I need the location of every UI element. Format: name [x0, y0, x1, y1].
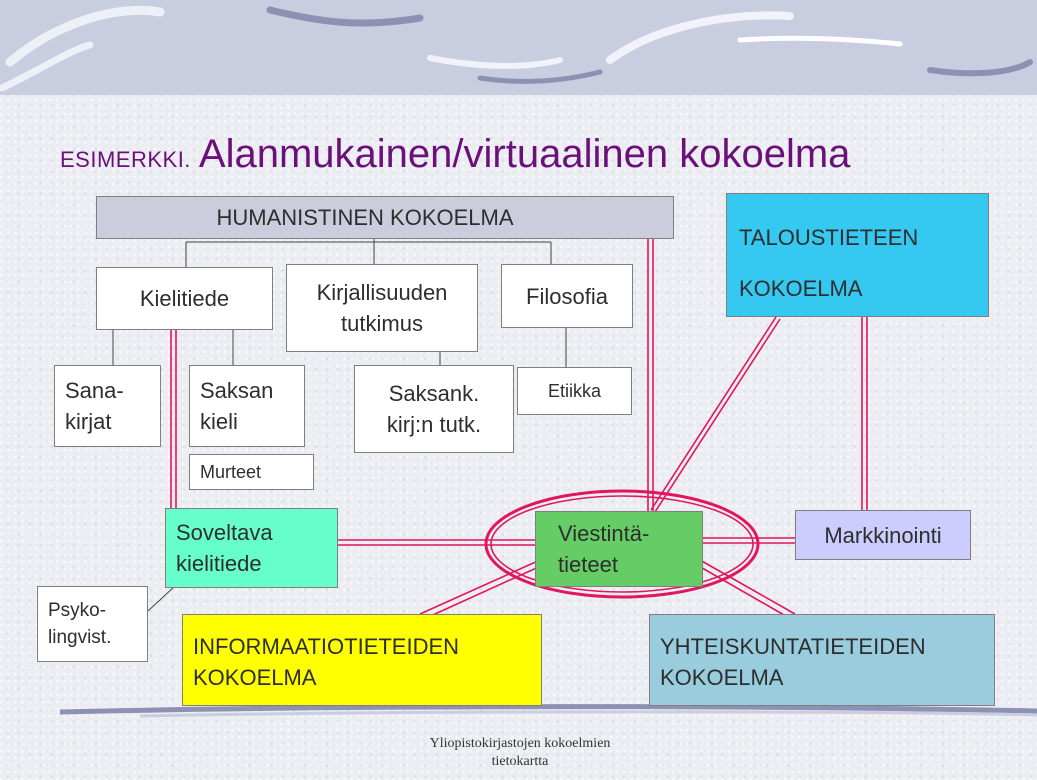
- node-taloustieteen-kokoelma: TALOUSTIETEEN KOKOELMA: [726, 193, 989, 317]
- node-sanakirjat: Sana- kirjat: [54, 365, 161, 447]
- node-soveltava-kielitiede: Soveltava kielitiede: [165, 508, 338, 588]
- title-prefix: ESIMERKKI.: [60, 147, 191, 172]
- node-yhteiskuntatieteiden-kokoelma: YHTEISKUNTATIETEIDEN KOKOELMA: [649, 614, 995, 706]
- banner-swoosh: [606, 11, 794, 64]
- link-soveltava-viestinta: [338, 539, 535, 546]
- node-filosofia: Filosofia: [501, 264, 633, 328]
- footer-divider-highlight: [139, 710, 1037, 718]
- link-kielitiede-soveltava: [170, 325, 177, 508]
- link-viestinta-markkinointi: [703, 537, 795, 544]
- line-soveltava-to-psykolingvist: [147, 585, 176, 612]
- decorative-banner: [0, 0, 1037, 95]
- banner-swoosh: [5, 5, 165, 67]
- link-humanistinen-viestinta: [647, 239, 654, 511]
- slide-title: ESIMERKKI. Alanmukainen/virtuaalinen koko…: [60, 132, 850, 177]
- footer-divider: [60, 704, 1037, 718]
- footer-divider-stroke: [60, 704, 1037, 715]
- banner-swoosh: [737, 35, 903, 47]
- banner-swoosh: [427, 55, 563, 69]
- node-kirjallisuuden-tutkimus: Kirjallisuuden tutkimus: [286, 264, 478, 352]
- node-viestintatieteet: Viestintä- tieteet: [535, 511, 703, 587]
- viestinta-highlight-ellipse: [484, 489, 760, 599]
- banner-swoosh: [266, 6, 424, 27]
- node-psykolingvist: Psyko- lingvist.: [37, 586, 148, 662]
- node-murteet: Murteet: [189, 454, 314, 490]
- link-viestinta-informaatio: [419, 559, 544, 620]
- node-humanistinen-kokoelma: HUMANISTINEN KOKOELMA: [96, 196, 674, 239]
- footer-caption: Yliopistokirjastojen kokoelmien tietokar…: [429, 736, 611, 769]
- node-markkinointi: Markkinointi: [795, 510, 971, 560]
- node-informaatiotieteiden-kokoelma: INFORMAATIOTIETEIDEN KOKOELMA: [182, 614, 542, 706]
- banner-swoosh: [927, 59, 1033, 77]
- node-saksan-kieli: Saksan kieli: [189, 365, 305, 447]
- viestinta-highlight-ellipse-inner: [490, 495, 754, 593]
- node-etiikka: Etiikka: [517, 367, 632, 415]
- link-viestinta-yhteiskunta: [696, 559, 796, 620]
- node-saksank-kirjn-tutk: Saksank. kirj:n tutk.: [354, 365, 514, 453]
- link-taloustieteen-viestinta: [650, 316, 781, 513]
- link-taloustieteen-markkinointi: [861, 317, 868, 510]
- banner-swoosh: [0, 41, 94, 92]
- title-main: Alanmukainen/virtuaalinen kokoelma: [198, 132, 851, 176]
- node-kielitiede: Kielitiede: [96, 267, 273, 330]
- banner-swoosh: [477, 69, 603, 84]
